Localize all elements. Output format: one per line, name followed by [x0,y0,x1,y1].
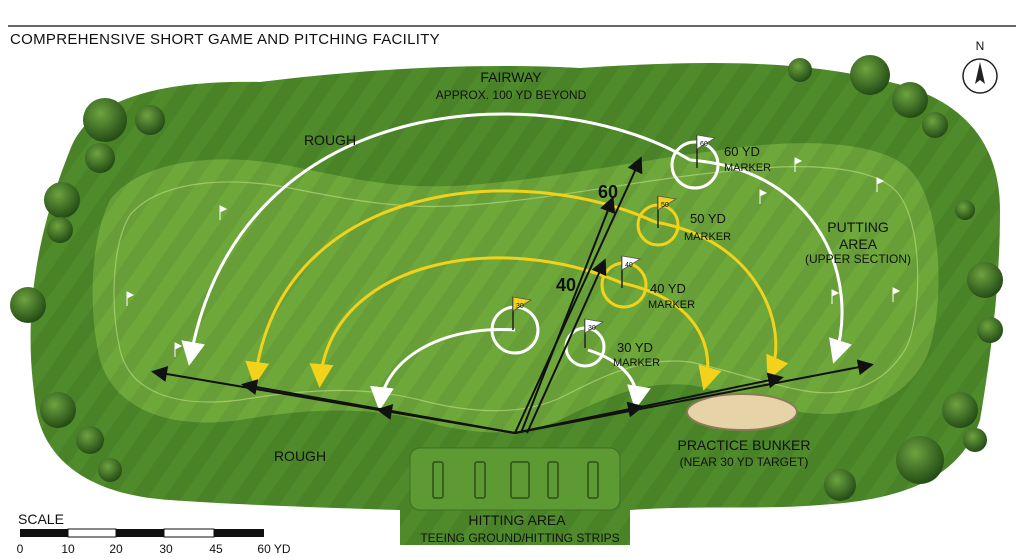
marker-60-sub: MARKER [724,162,771,174]
scale-tick-1: 10 [61,542,75,556]
scale-title: SCALE [18,511,64,527]
marker-40-label: 40 YD [650,281,686,296]
flag-30-left-icon: 30 [512,296,533,330]
putting-area-label: AREA [839,236,878,252]
hitting-area-pad [409,447,621,511]
rough-top-label: ROUGH [304,132,356,148]
marker-flags: 60 50 40 30 30 [512,134,717,348]
scale-tick-4: 45 [209,542,223,556]
area-labels: FAIRWAY APPROX. 100 YD BEYOND ROUGH ROUG… [274,69,911,545]
flag-40-text: 40 [625,262,633,269]
arc-30-yd [370,328,516,411]
flag-30-text: 30 [588,325,596,332]
putting-sub-label: (UPPER SECTION) [805,252,911,266]
flag-60-text: 60 [700,141,708,148]
marker-50-sub: MARKER [684,231,731,243]
arc-40-yd [309,256,623,388]
putting-label: PUTTING [827,219,888,235]
arc-60-yd-right [689,158,852,364]
rough-bottom-label: ROUGH [274,448,326,464]
flag-30-icon: 30 [584,318,605,348]
scale-tick-0: 0 [17,542,24,556]
hitting-strips [432,461,599,499]
distance-label-40: 40 [556,275,576,295]
scale-tick-3: 30 [159,542,173,556]
scale-bar: SCALE 0 10 20 30 45 60 YD [17,511,291,556]
fairway-sub-label: APPROX. 100 YD BEYOND [436,88,587,102]
flag-50-text: 50 [661,202,669,209]
marker-40-sub: MARKER [648,299,695,311]
marker-60-label: 60 YD [724,144,760,159]
north-arrow-icon: N [962,39,998,94]
fairway-label: FAIRWAY [480,69,542,85]
bunker-label: PRACTICE BUNKER [677,437,810,453]
bunker-sub-label: (NEAR 30 YD TARGET) [680,455,809,469]
distance-label-60: 60 [598,182,618,202]
scale-tick-5: 60 YD [257,542,290,556]
practice-bunker [686,393,798,431]
shot-arcs [181,112,852,411]
arc-50-yd [245,189,656,386]
north-label: N [976,39,985,53]
flag-50-icon: 50 [657,195,678,228]
flag-30-left-text: 30 [516,303,524,310]
scale-tick-2: 20 [109,542,123,556]
arc-60-yd [181,112,691,366]
tee-lines [151,156,874,434]
arc-30-yd-right [587,348,651,410]
flag-60-icon: 60 [696,134,717,168]
marker-30-sub: MARKER [613,357,660,369]
trees [10,55,1003,501]
pin-flags [126,157,901,357]
marker-50-label: 50 YD [690,211,726,226]
marker-30-label: 30 YD [617,340,653,355]
hitting-sub-label: TEEING GROUND/HITTING STRIPS [420,531,619,545]
map-title: COMPREHENSIVE SHORT GAME AND PITCHING FA… [10,31,440,48]
arc-50-yd-right [654,220,789,381]
flag-40-icon: 40 [621,255,642,288]
hitting-label: HITTING AREA [468,512,566,528]
